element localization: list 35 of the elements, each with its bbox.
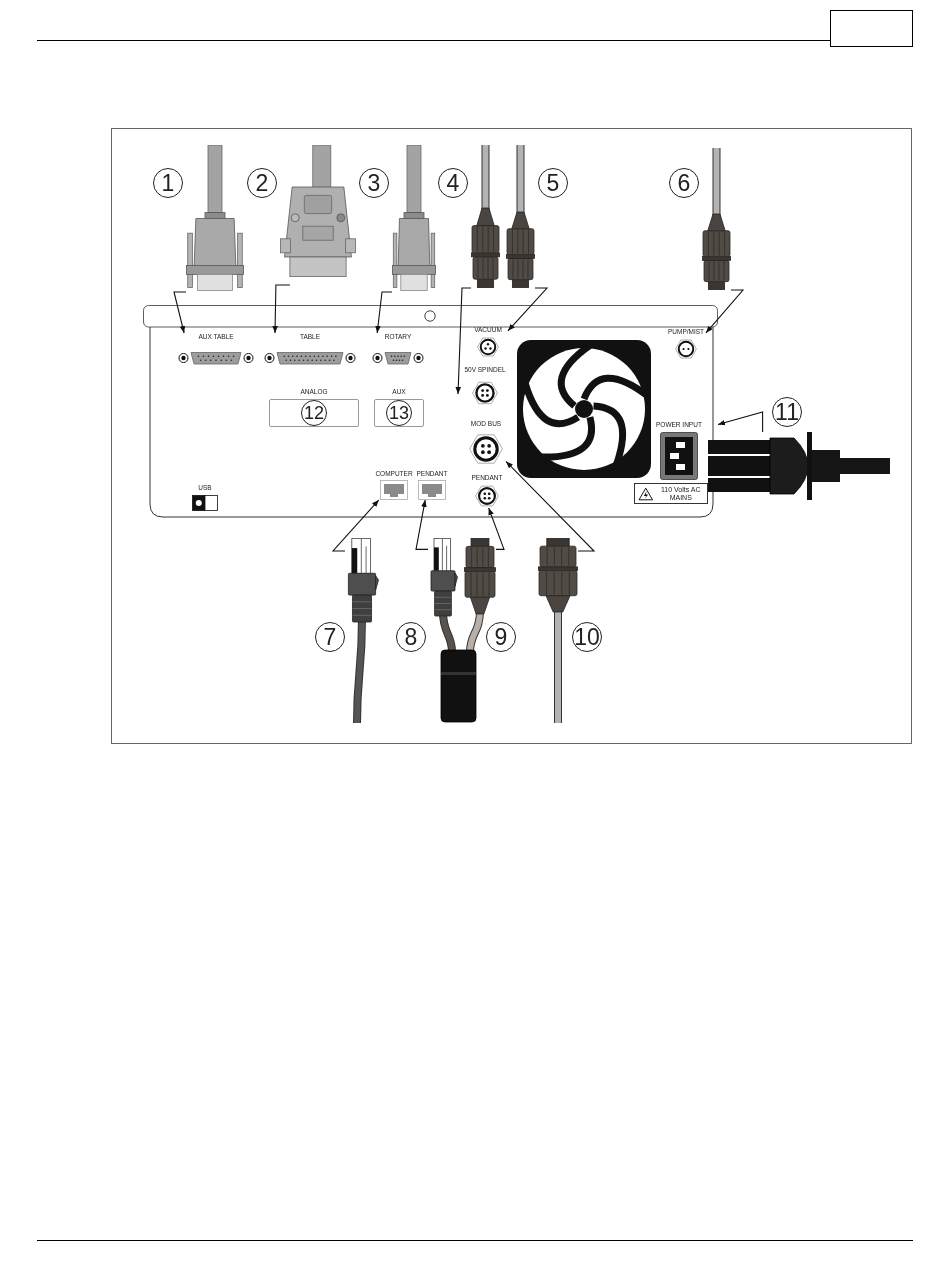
callout-number: 3 [359, 168, 389, 198]
rj45-plug [428, 538, 458, 652]
callout-number: 5 [538, 168, 568, 198]
leader-line [717, 411, 764, 433]
leader-line [507, 287, 549, 332]
leader-line [455, 287, 472, 395]
d-sub-plug [392, 145, 436, 292]
leader-line [375, 291, 393, 334]
callout-number: 13 [386, 400, 412, 426]
callout-number: 8 [396, 622, 426, 652]
leader-line [173, 291, 187, 334]
leader-line [505, 460, 596, 552]
callout-number: 2 [247, 168, 277, 198]
callout-number: 11 [772, 397, 802, 427]
rear-panel [143, 305, 718, 518]
leader-line [488, 507, 505, 550]
rj45-plug [345, 538, 379, 723]
callout-number: 4 [438, 168, 468, 198]
leader-line [415, 499, 429, 550]
callout-number: 9 [486, 622, 516, 652]
leader-line [272, 284, 291, 334]
leader-line [705, 289, 745, 334]
callout-number: 12 [301, 400, 327, 426]
power-cord-plug [708, 432, 890, 500]
callout-number: 10 [572, 622, 602, 652]
callout-number: 7 [315, 622, 345, 652]
round-cable-plug [702, 148, 731, 290]
callout-number: 6 [669, 168, 699, 198]
round-cable-plug [471, 145, 500, 288]
warning-plate [634, 483, 708, 504]
leader-line [331, 499, 380, 552]
round-cable-plug [506, 145, 535, 288]
callout-number: 1 [153, 168, 183, 198]
d-sub-plug [186, 145, 244, 292]
round-cable-plug [538, 538, 578, 723]
